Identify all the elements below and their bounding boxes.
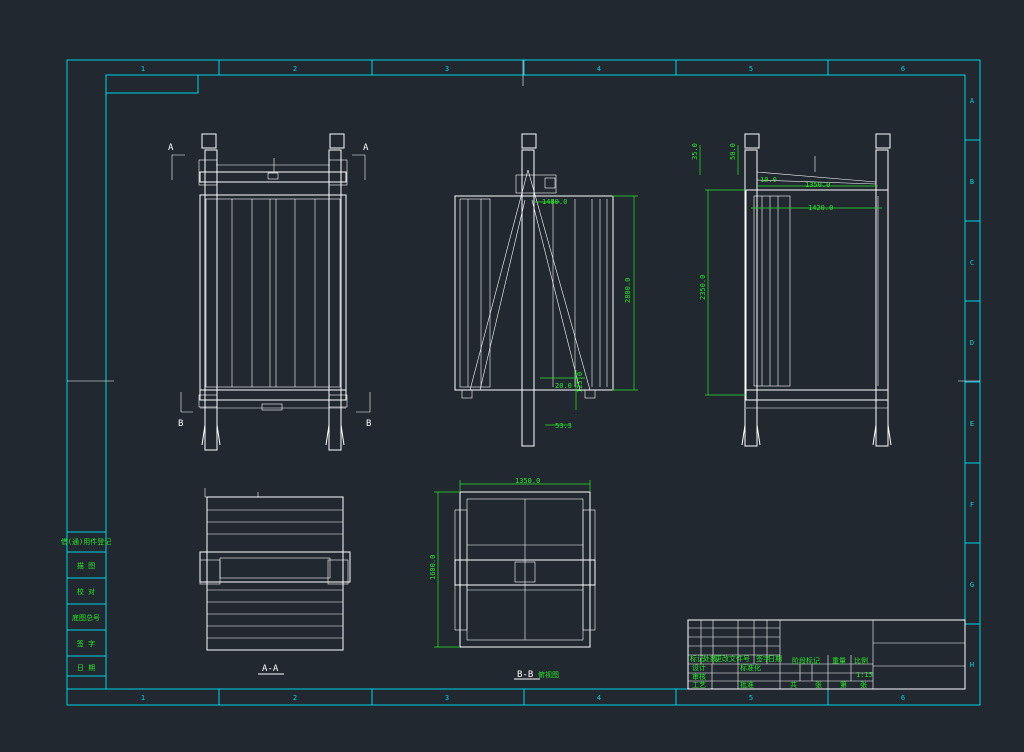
title-cell-sheet: 张 bbox=[860, 680, 867, 689]
row-label-b: B bbox=[970, 178, 974, 186]
row-label-c: C bbox=[970, 259, 974, 267]
title-cell-scale-label: 比例 bbox=[854, 656, 868, 665]
col-label-bottom-3: 3 bbox=[445, 694, 449, 702]
middle-side-view[interactable]: 2800.0 1480.0 20.0 125.0 53.3 bbox=[454, 133, 638, 447]
section-mark-a-right: A bbox=[363, 143, 369, 153]
left-table-row-5: 签 字 bbox=[77, 639, 95, 648]
front-view[interactable]: A A B B bbox=[168, 133, 371, 451]
left-table-row-2: 描 图 bbox=[77, 561, 95, 570]
title-cell-process: 工艺 bbox=[692, 681, 706, 689]
dim-side-width2: 1420.0 bbox=[808, 204, 833, 212]
title-cell-page: 第 bbox=[840, 680, 847, 689]
dim-plan-depth: 1600.0 bbox=[429, 555, 437, 580]
col-label-top-1: 1 bbox=[141, 65, 145, 73]
col-label-top-5: 5 bbox=[749, 65, 753, 73]
dim-front-bottom: 53.3 bbox=[555, 422, 572, 430]
dim-front-height: 2800.0 bbox=[624, 278, 632, 303]
left-side-table: 借(通)用件登记 描 图 校 对 底图总号 签 字 日 期 bbox=[61, 531, 111, 690]
title-cell-weight: 重量 bbox=[832, 657, 846, 665]
row-label-d: D bbox=[970, 339, 974, 347]
section-label-bb: B-B bbox=[517, 670, 533, 680]
dim-side-width1: 1350.0 bbox=[805, 181, 830, 189]
title-cell-scale-value: 1:15 bbox=[856, 671, 873, 679]
title-cell-sheets: 张 bbox=[815, 680, 822, 689]
title-cell-design: 设计 bbox=[692, 663, 706, 672]
title-block: 标记 处数 更改文件号 签字 日期 设计 标准化 审核 工艺 批准 阶段标记 重… bbox=[687, 619, 966, 690]
col-label-bottom-6: 6 bbox=[901, 694, 905, 702]
left-table-row-3: 校 对 bbox=[77, 587, 95, 596]
col-label-bottom-5: 5 bbox=[749, 694, 753, 702]
col-label-bottom-1: 1 bbox=[141, 694, 145, 702]
dim-front-small1: 20.0 bbox=[555, 382, 572, 390]
drawing-frame bbox=[66, 59, 981, 706]
left-table-row-1: 借(通)用件登记 bbox=[61, 537, 111, 546]
dim-side-top1: 35.0 bbox=[691, 143, 699, 160]
section-view-bb[interactable]: 1350.0 1600.0 B-B 俯视图 bbox=[429, 477, 596, 680]
col-label-top-4: 4 bbox=[597, 65, 601, 73]
col-label-top-6: 6 bbox=[901, 65, 905, 73]
col-label-bottom-4: 4 bbox=[597, 694, 601, 702]
dim-side-top2: 50.0 bbox=[729, 143, 737, 160]
title-cell-standard: 标准化 bbox=[740, 663, 761, 672]
title-cell-mark: 标记 bbox=[690, 654, 704, 663]
section-mark-b-left: B bbox=[178, 419, 183, 429]
section-mark-a-left: A bbox=[168, 143, 174, 153]
title-cell-date: 日期 bbox=[768, 655, 782, 663]
row-label-g: G bbox=[970, 581, 974, 589]
col-label-top-3: 3 bbox=[445, 65, 449, 73]
title-cell-stage: 阶段标记 bbox=[792, 656, 820, 665]
dim-front-top: 1480.0 bbox=[542, 198, 567, 206]
dim-side-height: 2350.0 bbox=[699, 275, 707, 300]
title-cell-total: 共 bbox=[790, 680, 797, 689]
title-cell-approve: 批准 bbox=[740, 680, 754, 689]
row-label-h: H bbox=[970, 661, 974, 669]
left-table-row-6: 日 期 bbox=[77, 664, 95, 672]
row-label-a: A bbox=[970, 97, 975, 105]
title-cell-count: 处数 bbox=[703, 654, 717, 663]
left-table-row-4: 底图总号 bbox=[72, 613, 100, 622]
right-side-view[interactable]: 2350.0 35.0 50.0 10.0 1350.0 1420.0 bbox=[691, 133, 892, 447]
title-cell-sign: 签字 bbox=[756, 654, 770, 663]
col-label-top-2: 2 bbox=[293, 65, 297, 73]
dim-front-small2: 125.0 bbox=[576, 372, 584, 393]
col-label-bottom-2: 2 bbox=[293, 694, 297, 702]
row-label-f: F bbox=[970, 501, 974, 509]
section-label-aa: A-A bbox=[262, 664, 279, 674]
dim-plan-width: 1350.0 bbox=[515, 477, 540, 485]
title-cell-file: 更改文件号 bbox=[715, 654, 750, 663]
title-cell-review: 审核 bbox=[692, 672, 706, 681]
section-view-aa[interactable]: A-A bbox=[199, 488, 351, 675]
section-mark-b-right: B bbox=[366, 419, 371, 429]
section-note-bb: 俯视图 bbox=[538, 670, 559, 679]
zone-labels: 1 2 3 4 5 6 1 2 3 4 5 6 A B C D E F G H bbox=[141, 65, 975, 702]
row-label-e: E bbox=[970, 420, 974, 428]
dim-side-top3: 10.0 bbox=[760, 176, 777, 184]
